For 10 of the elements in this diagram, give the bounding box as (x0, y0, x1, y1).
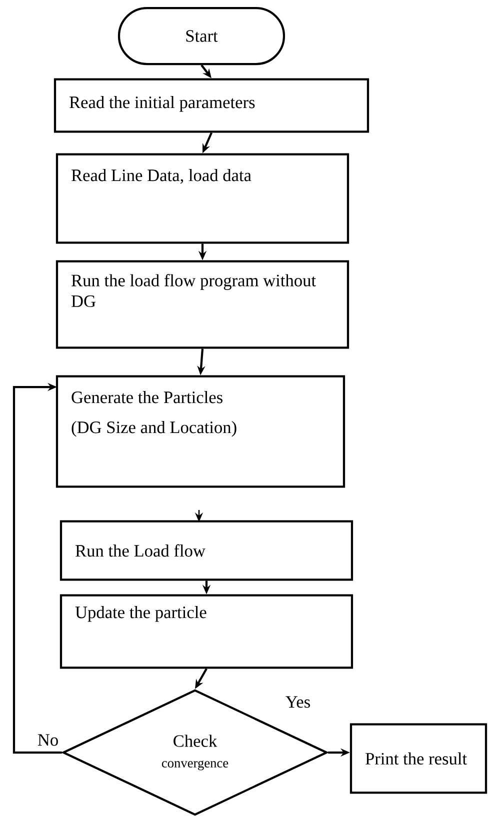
edge-label: No (36, 732, 60, 748)
process-box: Update the particle (60, 594, 354, 669)
edge-label: Yes (284, 694, 312, 710)
process-box: Generate the Particles (DG Size and Location) (56, 375, 346, 488)
process-box: Run the load flow program without DG (56, 260, 350, 349)
process-box: Run the Load flow (60, 520, 354, 581)
arrow (12, 382, 62, 754)
process-box: Print the result (350, 723, 488, 794)
process-box: Read Line Data, load data (56, 153, 350, 244)
process-box: Read the initial parameters (54, 78, 370, 133)
